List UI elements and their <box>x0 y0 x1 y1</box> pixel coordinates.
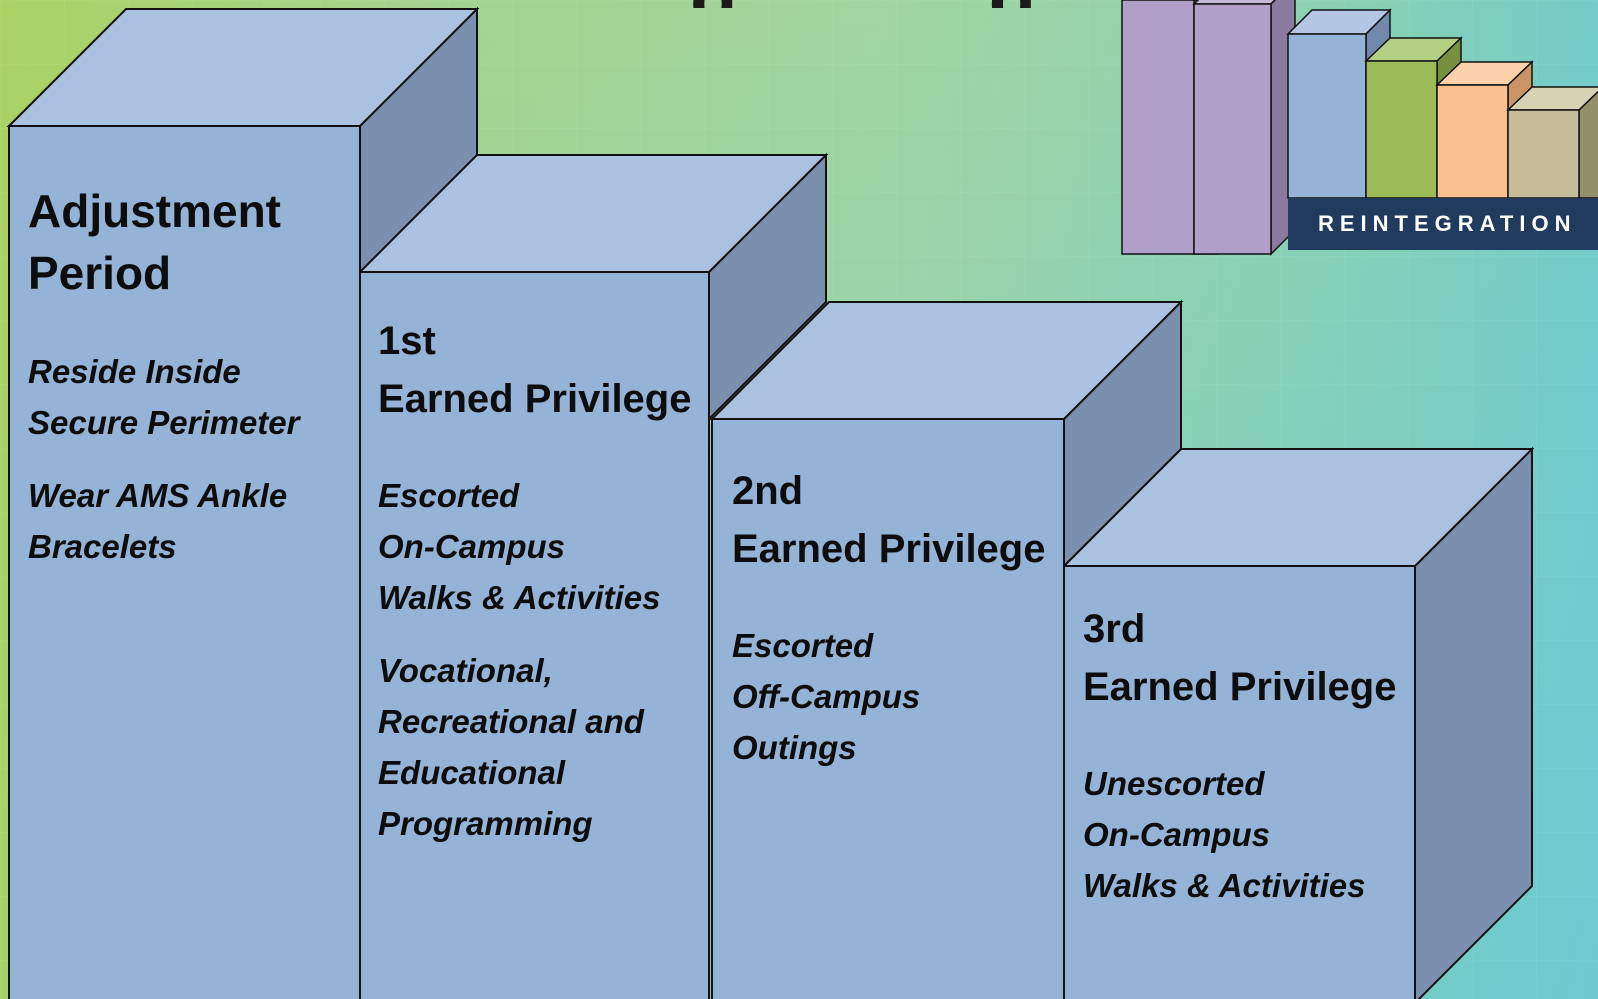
step-box-2 <box>355 152 829 999</box>
logo-bar-2 <box>1193 3 1272 255</box>
reintegration-label: REINTEGRATION <box>1288 198 1598 250</box>
logo-bar-5 <box>1436 84 1509 199</box>
reintegration-logo <box>1121 0 1598 256</box>
step-4-title: 3rd Earned Privilege <box>1083 607 1397 709</box>
logo-bar-4 <box>1365 60 1438 199</box>
step-3-content: 2nd Earned Privilege Escorted Off-Campus… <box>732 462 1062 773</box>
step-3-title: 2nd Earned Privilege <box>732 469 1046 571</box>
logo-bar-3 <box>1287 33 1367 199</box>
step-4-content: 3rd Earned Privilege Unescorted On-Campu… <box>1083 600 1413 911</box>
step-4-item-1: Unescorted On-Campus Walks & Activities <box>1083 765 1366 904</box>
step-1-content: Adjustment Period Reside Inside Secure P… <box>28 180 348 572</box>
step-box-4 <box>1061 446 1535 999</box>
step-1-item-1: Reside Inside Secure Perimeter <box>28 353 300 441</box>
step-box-1 <box>6 6 480 999</box>
heading-fragment-1: g <box>690 0 739 8</box>
step-box-3 <box>709 299 1184 999</box>
logo-bar-1 <box>1121 0 1195 255</box>
step-2-item-1: Escorted On-Campus Walks & Activities <box>378 477 661 616</box>
logo-bar-6 <box>1507 109 1580 199</box>
step-1-item-2: Wear AMS Ankle Bracelets <box>28 477 288 565</box>
step-2-title: 1st Earned Privilege <box>378 319 692 421</box>
heading-fragment-2: g <box>989 0 1038 8</box>
step-1-title: Adjustment Period <box>28 185 281 299</box>
step-3-item-1: Escorted Off-Campus Outings <box>732 627 921 766</box>
step-2-item-2: Vocational, Recreational and Educational… <box>378 652 644 842</box>
cropped-heading: gg <box>690 0 1287 8</box>
step-2-content: 1st Earned Privilege Escorted On-Campus … <box>378 312 708 849</box>
